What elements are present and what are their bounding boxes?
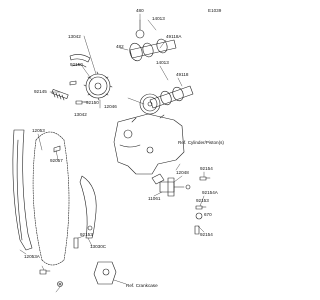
part-label: 92145	[34, 89, 47, 94]
part-label: 92154	[200, 232, 213, 237]
part-label: 480	[136, 8, 144, 13]
timing-chain	[32, 131, 70, 266]
washer-92008	[57, 281, 63, 287]
part-label: 92153	[196, 198, 209, 203]
tensioner-bolt-92145	[51, 89, 69, 101]
camshaft-intake	[139, 85, 194, 115]
part-label: 92057	[50, 158, 63, 163]
part-label: 13030C	[90, 244, 107, 249]
crankcase-sprocket	[93, 261, 117, 285]
part-label: 13042	[74, 112, 87, 117]
part-label: 92153	[80, 232, 93, 237]
part-label: 92154A	[202, 190, 218, 195]
cam-sprocket-upper	[83, 71, 113, 101]
chain-guide-right-13030c	[79, 175, 97, 239]
part-label: 49118	[176, 72, 189, 77]
leader-lines	[19, 13, 205, 293]
bolt-92153a	[73, 237, 79, 249]
diagram-drawing	[12, 13, 211, 293]
part-label: 92150	[70, 62, 83, 67]
reference-label-cylinder: Ref. Cylinder/Piston(s)	[178, 140, 224, 145]
part-label: 14013	[152, 16, 165, 21]
part-label: 11061	[148, 196, 161, 201]
part-label: 12046	[104, 104, 117, 109]
reference-label-crankcase: Ref. Crankcase	[126, 283, 158, 288]
part-label: 12053	[32, 128, 45, 133]
small-bolt-92150	[69, 80, 87, 105]
oring-670	[195, 212, 203, 220]
part-label: 92150	[86, 100, 99, 105]
part-label: 482	[116, 44, 124, 49]
camshaft-exhaust	[129, 19, 177, 62]
diagram-code: E1039	[208, 8, 222, 13]
chain-tensioner-12048	[159, 177, 191, 197]
part-label: 670	[204, 212, 212, 217]
gasket-11061	[151, 173, 165, 185]
guide-bolt-92057	[53, 145, 61, 153]
parts-diagram: E1039 13042 92150 92145 92150 13042 1204…	[12, 8, 224, 293]
bolt-92154b	[194, 225, 200, 235]
part-label: 12048	[176, 170, 189, 175]
sprocket-plate	[69, 54, 91, 68]
cylinder-head-housing	[113, 113, 185, 175]
part-label: 49118A	[166, 34, 182, 39]
bolt-92134	[39, 269, 51, 275]
part-label: 13042	[68, 34, 81, 39]
part-label: 12053A	[24, 254, 40, 259]
chain-guide-left-12053a	[12, 129, 33, 251]
part-label: 14013	[156, 60, 169, 65]
part-label: 92154	[200, 166, 213, 171]
